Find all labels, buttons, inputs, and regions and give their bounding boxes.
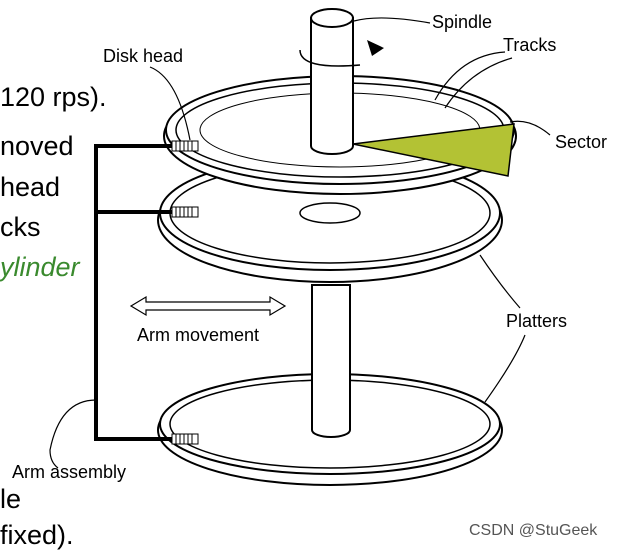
- label-tracks: Tracks: [503, 35, 557, 55]
- label-arm-movement: Arm movement: [137, 325, 260, 345]
- slide-text-fragment: fixed).: [0, 520, 74, 550]
- slide-text-fragment: 120 rps).: [0, 82, 107, 112]
- slide-text-cylinder: ylinder: [0, 252, 80, 282]
- arm-assembly: [94, 144, 172, 441]
- rotation-arrow-head: [367, 40, 384, 56]
- leader-lines: [49, 17, 551, 469]
- spindle-lower: [311, 284, 351, 438]
- label-platters: Platters: [506, 311, 568, 331]
- label-sector: Sector: [555, 132, 608, 152]
- label-disk-head: Disk head: [103, 46, 184, 66]
- disk-head-top: [171, 140, 199, 152]
- rotation-arrow: [299, 49, 361, 67]
- slide-text-fragment: head: [0, 172, 61, 202]
- slide-text-fragment: noved: [0, 131, 74, 161]
- disk-head-middle: [171, 206, 199, 218]
- watermark: CSDN @StuGeek: [469, 522, 598, 539]
- label-spindle: Spindle: [432, 12, 493, 32]
- arm-movement-arrow: [129, 295, 287, 317]
- slide-text-fragment: cks: [0, 212, 41, 242]
- label-arm-assembly: Arm assembly: [12, 462, 127, 482]
- slide-text-fragment: le: [0, 484, 22, 514]
- sector-wedge: [352, 123, 515, 177]
- spindle-upper: [310, 8, 354, 155]
- disk-head-bottom: [171, 433, 199, 445]
